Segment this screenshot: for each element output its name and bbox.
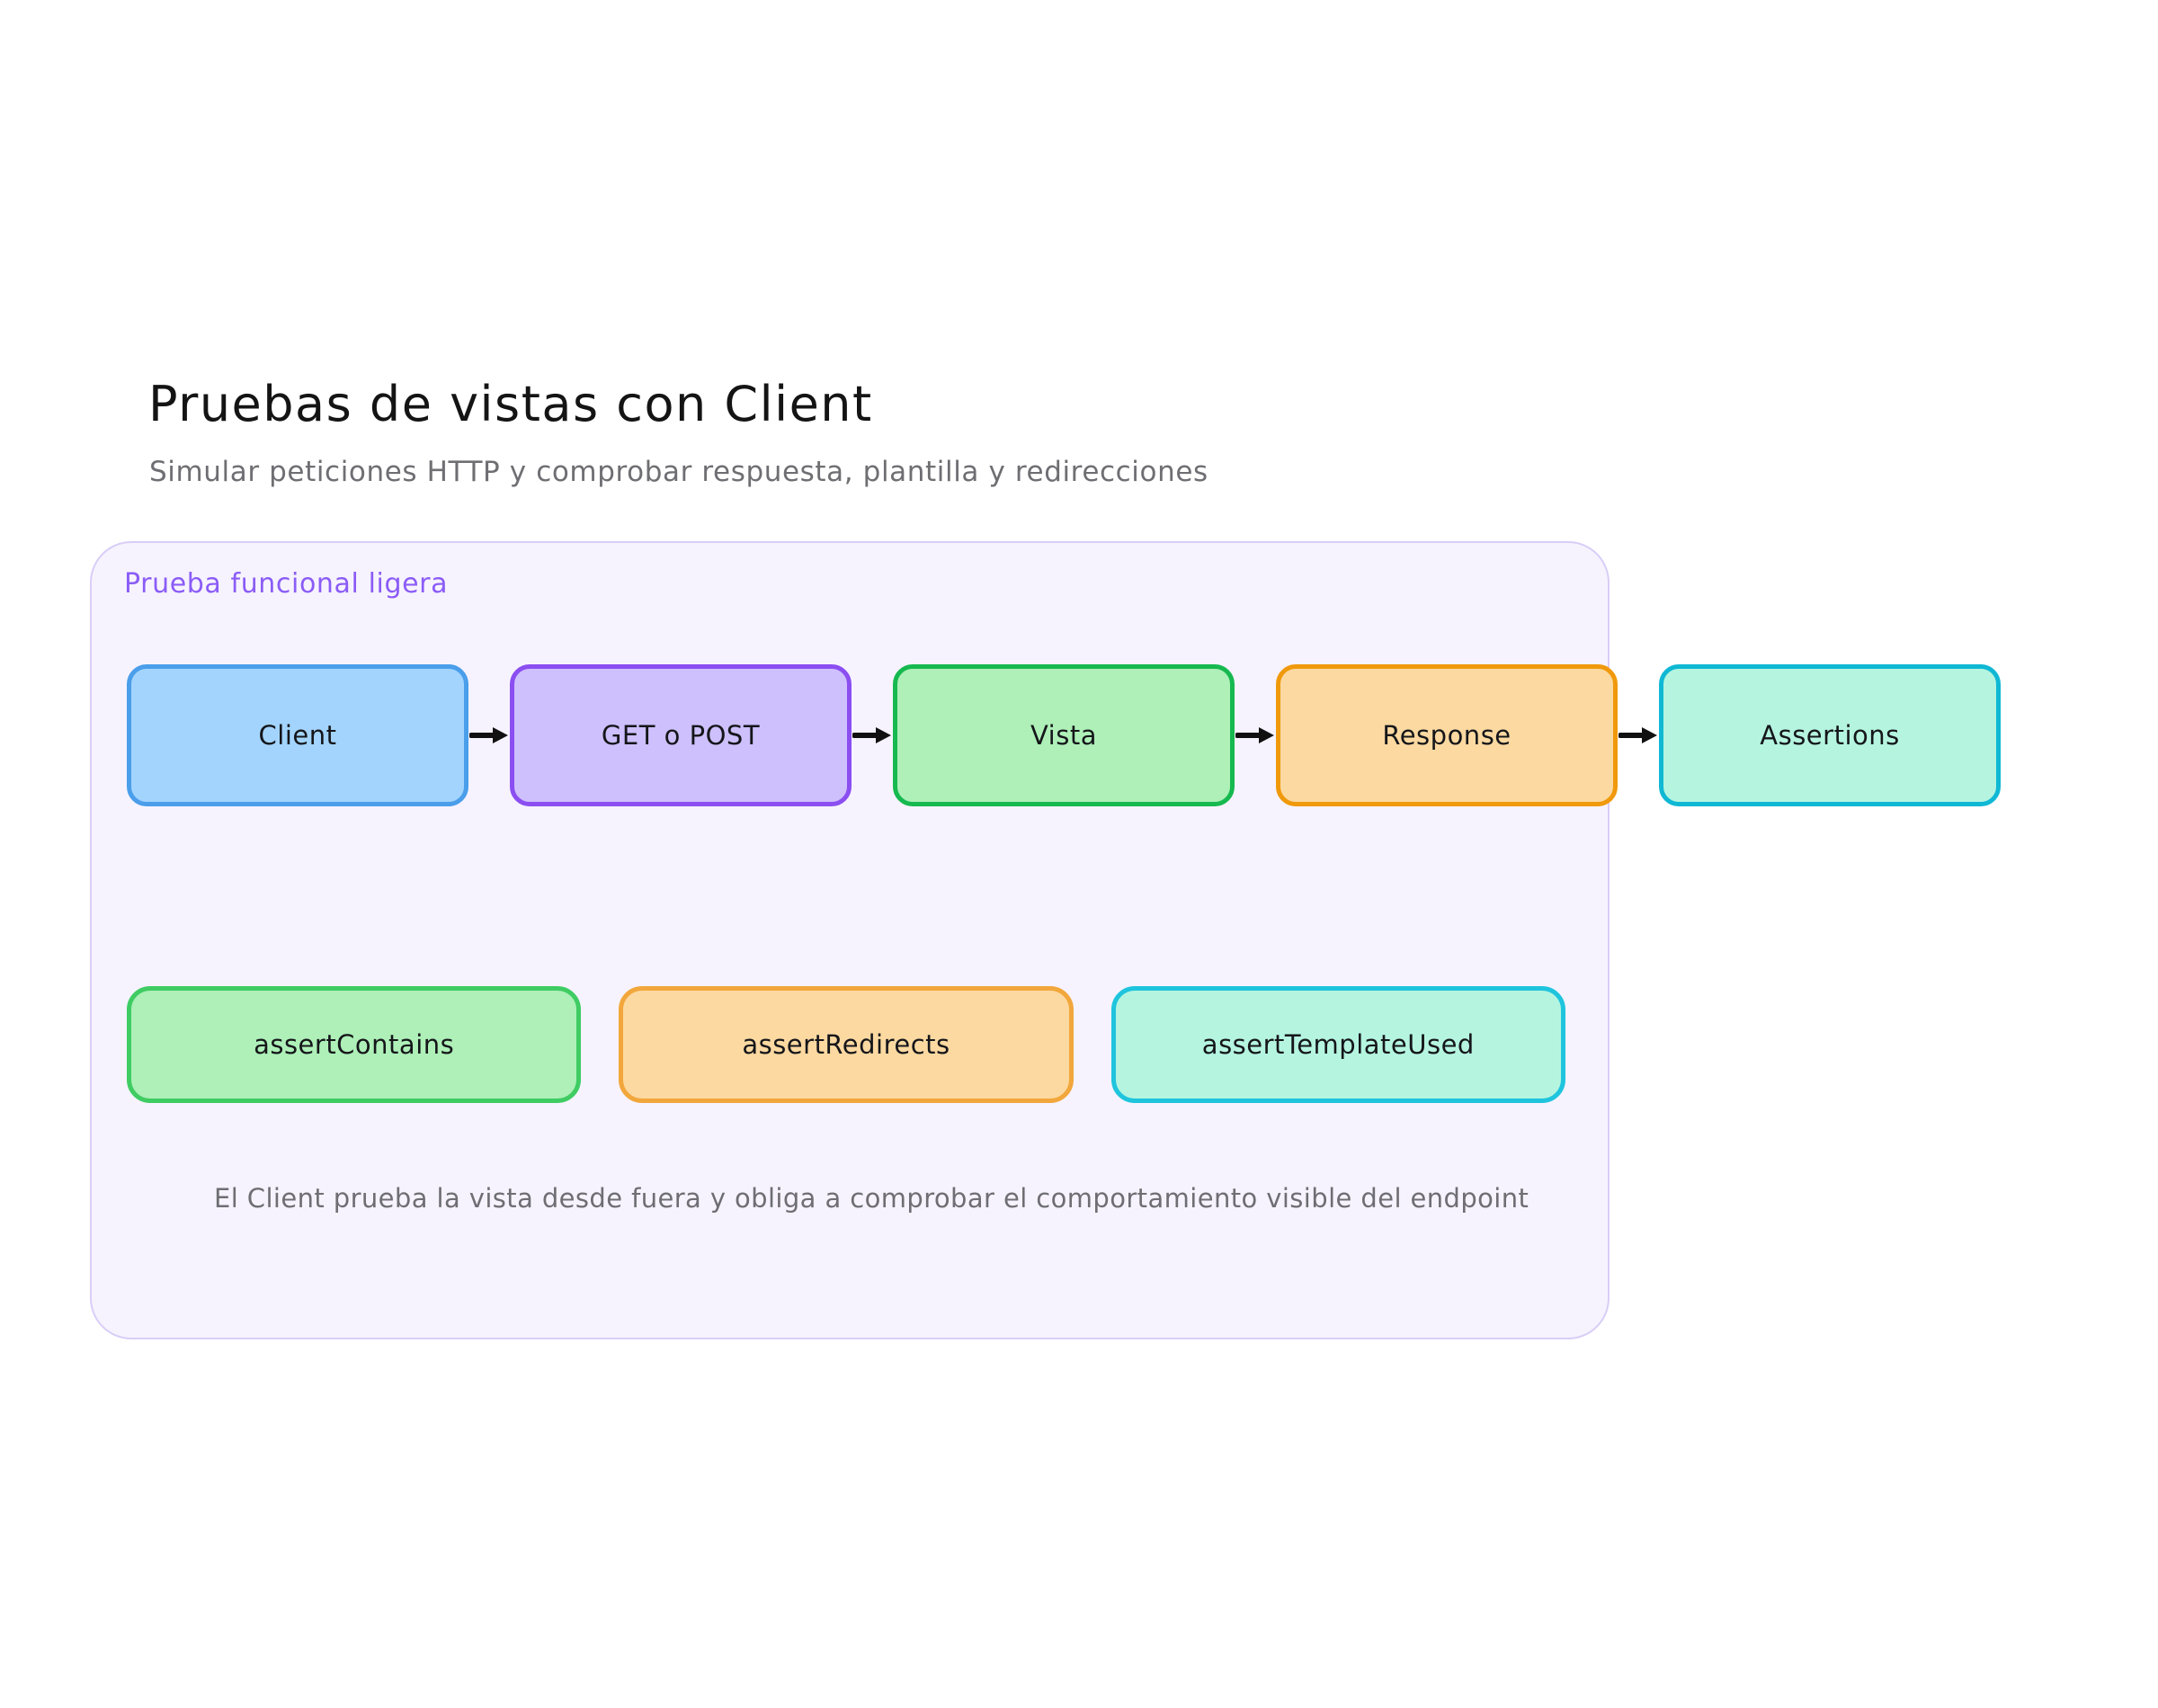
assertion-pill-row: assertContains assertRedirects assertTempl… <box>127 985 1565 1104</box>
page-subtitle: Simular peticiones HTTP y comprobar resp… <box>149 456 1208 488</box>
flow-node-client[interactable]: Client <box>127 664 468 806</box>
flow-node-label: Assertions <box>1760 720 1900 751</box>
assertion-pill-label: assertTemplateUsed <box>1201 1029 1475 1060</box>
arrow-right-icon <box>468 722 510 749</box>
flow-chain: Client GET o POST Vista Response Assertions <box>127 663 2001 807</box>
arrow-right-icon <box>1235 722 1276 749</box>
assertion-pill-label: assertContains <box>254 1029 455 1060</box>
flow-node-label: Client <box>258 720 337 751</box>
assertion-pill-assertredirects[interactable]: assertRedirects <box>619 986 1074 1103</box>
assertion-pill-label: assertRedirects <box>742 1029 950 1060</box>
diagram-panel <box>90 541 1610 1339</box>
panel-label: Prueba funcional ligera <box>124 568 449 600</box>
page-title: Pruebas de vistas con Client <box>148 376 873 432</box>
flow-node-response[interactable]: Response <box>1276 664 1618 806</box>
flow-node-label: Response <box>1382 720 1511 751</box>
flow-node-assertions[interactable]: Assertions <box>1659 664 2001 806</box>
assertion-pill-assertcontains[interactable]: assertContains <box>127 986 582 1103</box>
flow-node-get-o-post[interactable]: GET o POST <box>510 664 852 806</box>
flow-node-vista[interactable]: Vista <box>893 664 1235 806</box>
panel-caption: El Client prueba la vista desde fuera y … <box>214 1183 1529 1214</box>
assertion-pill-asserttemplateused[interactable]: assertTemplateUsed <box>1110 986 1565 1103</box>
arrow-right-icon <box>1618 722 1659 749</box>
flow-node-label: GET o POST <box>601 720 761 751</box>
flow-node-label: Vista <box>1030 720 1097 751</box>
arrow-right-icon <box>852 722 893 749</box>
